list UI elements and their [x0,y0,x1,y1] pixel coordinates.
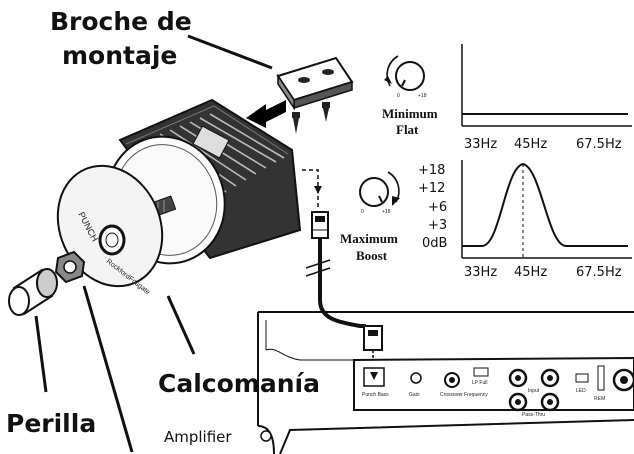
bracket-label-line2: montaje [62,41,177,70]
maximum-label: Maximum [340,231,398,246]
knob-leader-line [34,315,48,393]
boost-label: Boost [356,248,388,263]
passthru-label: Pass-Thru [522,412,545,418]
boost-x-tick-67: 67.5Hz [576,265,622,280]
max-dial-tick-0: 0 [361,209,364,215]
maximum-dial: 0 +18 [359,171,400,215]
insert-arrow [246,100,286,128]
min-dial-tick-max: +18 [418,93,427,99]
rem-label: REM [594,396,605,402]
amp-control-panel: Punch Bass Gain Crossover Frequency LP F… [362,365,634,418]
amplifier-chassis [257,311,634,454]
boost-y-tick-18: +18 [418,163,445,178]
boost-response-graph: +18 +12 +6 +3 0dB 33Hz 45Hz 67.5Hz [418,160,632,280]
boost-y-tick-3: +3 [428,218,447,233]
cable-plug-top [311,211,329,239]
flat-label: Flat [396,122,419,137]
minimum-dial: 0 +18 [384,55,427,99]
screw [292,112,300,134]
bracket-leader-line [187,34,273,70]
mounting-bracket [276,56,354,111]
boost-y-tick-6: +6 [428,200,447,215]
boost-y-tick-0db: 0dB [422,236,447,251]
lpf-switch [473,367,489,377]
flat-x-tick-33: 33Hz [464,137,497,152]
decal-label: Calcomanía [158,369,320,398]
nut-leader-line [82,285,134,453]
boost-x-tick-33: 33Hz [464,265,497,280]
flat-x-tick-45: 45Hz [514,137,547,152]
min-dial-tick-0: 0 [397,93,400,99]
punch-bass-label: Punch Bass [362,392,389,398]
led-indicator [575,373,589,383]
amplifier-label: Amplifier [164,428,232,446]
screw [322,102,330,122]
flat-response-graph: 33Hz 45Hz 67.5Hz [461,44,632,152]
rem-terminal [597,365,605,391]
crossover-label: Crossover Frequency [440,392,488,398]
knob-label: Perilla [6,409,96,438]
lpf-label: LP Full [472,380,487,386]
boost-graph-curve [462,162,628,247]
boost-y-tick-12: +12 [418,181,445,196]
minimum-label: Minimum [382,106,438,121]
max-dial-tick-max: +18 [382,209,391,215]
dashed-connector-path [302,169,319,210]
nut [54,250,86,284]
remote-cable [318,238,366,328]
led-label: LED [576,388,586,394]
knob [8,268,58,316]
flat-x-tick-67: 67.5Hz [576,137,622,152]
gain-label: Gain [409,392,420,398]
decal-disc: PUNCH RockfordFosgate [56,164,164,296]
boost-x-tick-45: 45Hz [514,265,547,280]
input-label: Input [528,388,540,394]
gain-knob [410,372,422,384]
decal-leader-line [166,295,196,355]
bracket-label-line1: Broche de [50,7,192,36]
